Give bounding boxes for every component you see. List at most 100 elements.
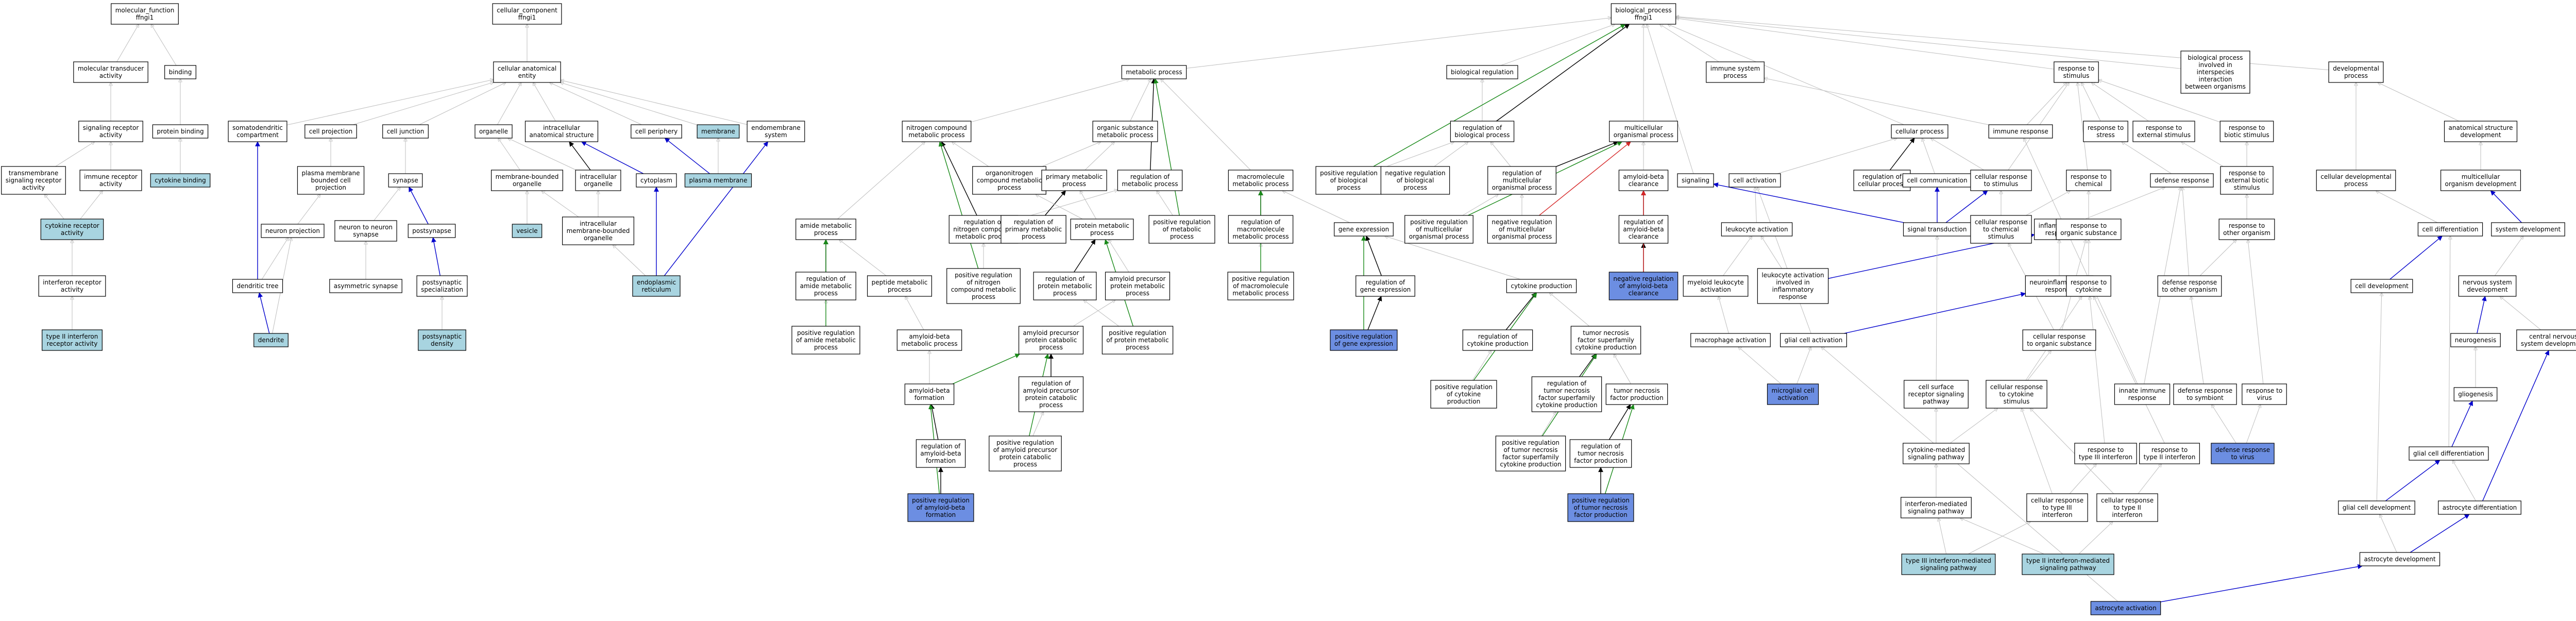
node-box [524, 121, 599, 142]
edge-is-a [55, 142, 95, 167]
node-label-line: of amyloid precursor [993, 446, 1057, 454]
node-label-line: receptor signaling [1908, 391, 1964, 398]
node-box [232, 279, 283, 293]
edge-is-a [508, 138, 577, 171]
edge-reg [1843, 292, 2026, 334]
edge-is-a [1036, 194, 1083, 220]
go-term-node-cperiph: cell periphery [631, 124, 682, 139]
go-term-node-cproj: cell projection [304, 124, 357, 139]
node-label-line: regulation of [1463, 124, 1502, 131]
node-box [867, 275, 933, 297]
node-label-line: process [1062, 180, 1086, 188]
node-label-line: process [2344, 72, 2368, 79]
node-box [1315, 166, 1382, 195]
node-label-line: involved in [1776, 279, 1810, 286]
node-box [1891, 124, 1948, 139]
edge-reg [431, 237, 440, 276]
node-label-line: macromolecule [1237, 173, 1284, 180]
edge-reg [409, 187, 429, 225]
node-label-line: tumor necrosis [1578, 450, 1624, 457]
node-label-line: response to [2071, 279, 2107, 286]
node-label-line: immune response [1993, 128, 2048, 135]
node-label-line: amyloid-beta [1623, 226, 1664, 233]
node-label-line: response to [2229, 222, 2265, 229]
node-label-line: ffngi1 [518, 14, 536, 21]
node-label-line: amyloid-beta [909, 333, 950, 340]
node-label-line: external biotic [2225, 177, 2269, 184]
node-label-line: response to [2088, 446, 2124, 454]
node-box [1228, 215, 1294, 244]
edge-is-a [550, 82, 642, 125]
node-label-line: cellular response [2101, 497, 2154, 504]
node-box [1618, 170, 1669, 191]
go-term-node-gliogen: gliogenesis [2453, 387, 2498, 401]
node-box [795, 272, 856, 300]
node-label-line: projection [315, 184, 346, 191]
node-label-line: primary metabolic [1046, 173, 1103, 180]
go-term-node-gexp: gene expression [1334, 222, 1394, 237]
node-label-line: cellular process [1858, 180, 1906, 188]
node-label-line: signaling pathway [1908, 454, 1964, 461]
node-box [1446, 65, 1518, 79]
node-label-line: factor superfamily [1502, 454, 1559, 461]
node-box [1404, 215, 1473, 244]
go-term-node-gcact: glial cell activation [1780, 333, 1847, 347]
node-label-line: postsynapse [412, 227, 451, 234]
node-box [2066, 170, 2111, 191]
node-label-line: factor production [1574, 511, 1627, 518]
node-box [1728, 173, 1781, 188]
edge-pos [952, 354, 1021, 384]
edge-is-a [2090, 296, 2105, 444]
edge-is-a [1472, 350, 1491, 381]
edge-is-a [1797, 347, 1811, 384]
edge-is-a [1950, 408, 1997, 444]
edge-part-of [569, 141, 591, 171]
node-label-line: formation [926, 511, 956, 518]
node-label-line: defense response [2215, 446, 2270, 454]
node-label-line: membrane-bounded [496, 173, 559, 180]
node-label-line: central nervous [2529, 333, 2576, 340]
edge-reg [2451, 400, 2473, 447]
edge-is-a [2026, 191, 2070, 216]
go-term-node-pm: plasma membrane [684, 173, 752, 188]
go-term-node-cbind: cytokine binding [150, 173, 211, 188]
node-label-line: amyloid-beta [1623, 173, 1664, 180]
node-box [1092, 121, 1158, 142]
edge-is-a [2122, 142, 2172, 174]
node-label-line: cell activation [1733, 177, 1776, 184]
edge-is-a [1161, 79, 1251, 171]
node-label-line: of protein metabolic [1106, 337, 1168, 344]
node-label-line: microglial cell [1771, 387, 1814, 394]
node-label-line: compound metabolic [951, 286, 1016, 293]
node-label-line: to symbiont [2187, 394, 2224, 401]
node-label-line: stimulus [2063, 72, 2090, 79]
node-label-line: type III interferon [2079, 454, 2132, 461]
node-label-line: response [2128, 394, 2157, 401]
edge-is-a [419, 82, 506, 125]
node-label-line: response to [2151, 446, 2188, 454]
node-label-line: development [2467, 286, 2507, 293]
node-label-line: type II interferon [2144, 454, 2196, 461]
node-box [1148, 215, 1215, 244]
edge-part-of [1556, 141, 1619, 167]
node-label-line: of cytokine [1447, 391, 1481, 398]
node-box [697, 124, 740, 139]
edge-is-a [1938, 518, 1947, 555]
node-box [1903, 222, 1972, 237]
node-box [79, 170, 142, 191]
node-box [916, 439, 966, 468]
